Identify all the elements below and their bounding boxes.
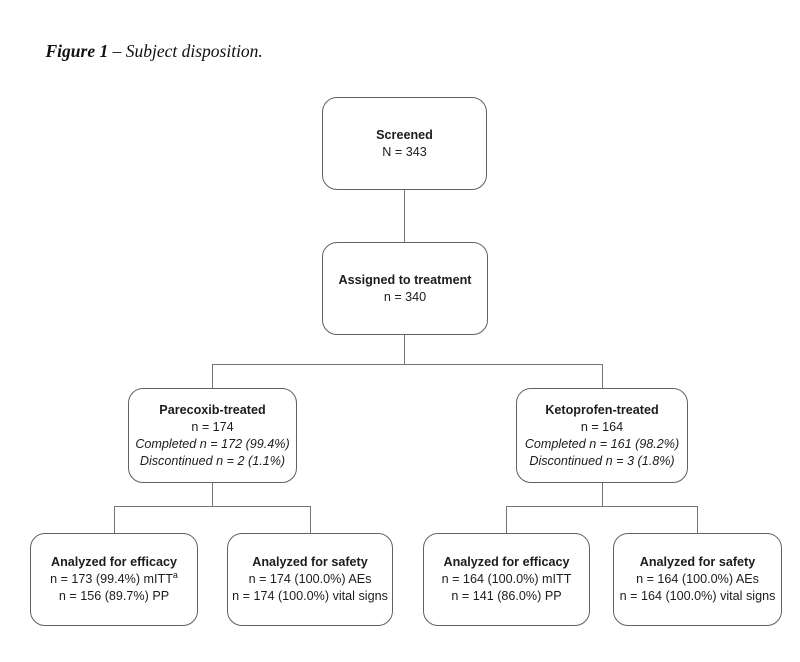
connector-screened-assigned xyxy=(404,190,406,243)
screened-title: Screened xyxy=(376,127,433,142)
connector-ketoprofen-split-bar xyxy=(506,506,698,508)
parecoxib-completed: Completed n = 172 (99.4%) xyxy=(135,436,290,451)
parecoxib-efficacy-title: Analyzed for efficacy xyxy=(51,555,177,569)
connector-treatment-split-bar xyxy=(212,364,603,366)
parecoxib-efficacy-mitt-text: n = 173 (99.4%) mITT xyxy=(50,572,173,586)
figure-label: Figure 1 xyxy=(45,41,109,61)
parecoxib-safety-vitals: n = 174 (100.0%) vital signs xyxy=(232,589,388,603)
connector-split-ketoprofen-efficacy xyxy=(506,506,508,534)
assigned-box: Assigned to treatment n = 340 xyxy=(322,242,488,335)
connector-ketoprofen-down xyxy=(602,482,604,507)
ketoprofen-efficacy-mitt: n = 164 (100.0%) mITT xyxy=(441,572,572,586)
parecoxib-count: n = 174 xyxy=(191,419,234,434)
assigned-count: n = 340 xyxy=(383,289,427,304)
screened-count: N = 343 xyxy=(382,144,427,159)
ketoprofen-efficacy-box: Analyzed for efficacy n = 164 (100.0%) m… xyxy=(423,533,590,626)
ketoprofen-title: Ketoprofen-treated xyxy=(545,402,659,417)
ketoprofen-box: Ketoprofen-treated n = 164 Completed n =… xyxy=(516,388,688,483)
ketoprofen-efficacy-pp: n = 141 (86.0%) PP xyxy=(451,589,562,603)
connector-split-parecoxib-safety xyxy=(310,506,312,534)
figure-caption: Figure 1 – Subject disposition. xyxy=(28,20,263,83)
connector-split-parecoxib xyxy=(212,364,214,389)
screened-box: Screened N = 343 xyxy=(322,97,487,190)
footnote-marker: a xyxy=(172,569,178,580)
ketoprofen-safety-aes: n = 164 (100.0%) AEs xyxy=(636,572,759,586)
parecoxib-safety-aes: n = 174 (100.0%) AEs xyxy=(248,572,372,586)
parecoxib-safety-box: Analyzed for safety n = 174 (100.0%) AEs… xyxy=(227,533,393,626)
parecoxib-box: Parecoxib-treated n = 174 Completed n = … xyxy=(128,388,297,483)
connector-parecoxib-down xyxy=(212,482,214,507)
parecoxib-efficacy-pp: n = 156 (89.7%) PP xyxy=(58,589,170,603)
ketoprofen-safety-vitals: n = 164 (100.0%) vital signs xyxy=(619,589,776,603)
ketoprofen-safety-box: Analyzed for safety n = 164 (100.0%) AEs… xyxy=(613,533,782,626)
parecoxib-efficacy-box: Analyzed for efficacy n = 173 (99.4%) mI… xyxy=(30,533,198,626)
figure-caption-text: – Subject disposition. xyxy=(108,41,263,61)
ketoprofen-efficacy-title: Analyzed for efficacy xyxy=(443,555,570,569)
ketoprofen-count: n = 164 xyxy=(580,419,624,434)
ketoprofen-safety-title: Analyzed for safety xyxy=(639,555,756,569)
connector-parecoxib-split-bar xyxy=(114,506,311,508)
connector-split-ketoprofen xyxy=(602,364,604,389)
ketoprofen-discontinued: Discontinued n = 3 (1.8%) xyxy=(529,453,675,468)
connector-assigned-split xyxy=(404,334,406,365)
parecoxib-safety-title: Analyzed for safety xyxy=(252,555,368,569)
parecoxib-efficacy-mitt: n = 173 (99.4%) mITTa xyxy=(50,569,178,588)
assigned-title: Assigned to treatment xyxy=(338,272,472,287)
ketoprofen-completed: Completed n = 161 (98.2%) xyxy=(524,436,680,451)
connector-split-parecoxib-efficacy xyxy=(114,506,116,534)
parecoxib-discontinued: Discontinued n = 2 (1.1%) xyxy=(139,453,286,468)
parecoxib-title: Parecoxib-treated xyxy=(159,402,266,417)
connector-split-ketoprofen-safety xyxy=(697,506,699,534)
